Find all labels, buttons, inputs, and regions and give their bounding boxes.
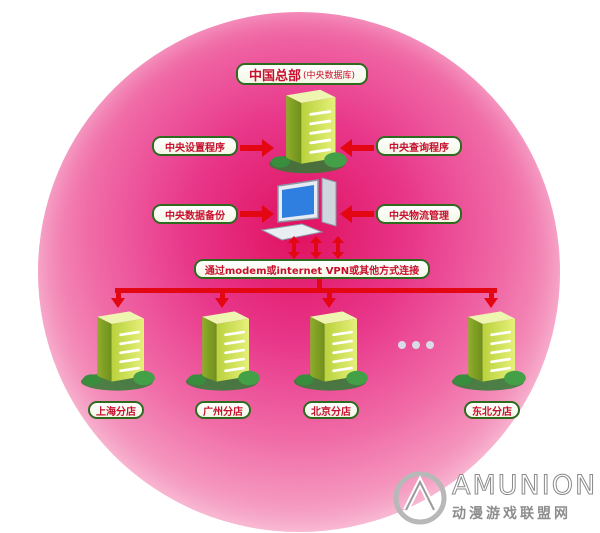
amunion-logo-icon <box>393 471 447 525</box>
watermark-brand: AMUNION <box>451 470 598 502</box>
branch-building-beijing <box>292 310 370 392</box>
hq-subtitle: (中央数据库) <box>302 70 356 81</box>
computer-connection-arrows <box>288 236 344 259</box>
arrow-setup-to-hq <box>240 139 274 157</box>
branch-label-northeast: 东北分店 <box>464 401 520 419</box>
arrow-query-to-hq <box>340 139 374 157</box>
hq-title: 中国总部 <box>248 68 301 84</box>
arrow-backup-to-computer <box>240 205 274 223</box>
arrow-logistics-to-computer <box>340 205 374 223</box>
program-backup-label: 中央数据备份 <box>152 204 238 224</box>
hq-label: 中国总部 (中央数据库) <box>236 63 368 85</box>
branch-building-guangzhou <box>184 310 262 392</box>
branch-label-shanghai: 上海分店 <box>88 401 144 419</box>
program-logistics-label: 中央物流管理 <box>376 204 462 224</box>
distribution-bar <box>111 278 498 308</box>
branch-building-shanghai <box>79 310 157 392</box>
hq-building <box>267 88 349 175</box>
branch-label-beijing: 北京分店 <box>303 401 359 419</box>
watermark-tagline: 动漫游戏联盟网 <box>452 506 571 522</box>
connection-label: 通过modem或internet VPN或其他方式连接 <box>194 259 430 279</box>
branch-building-northeast <box>450 310 528 392</box>
computer-icon <box>260 177 337 241</box>
more-branches-ellipsis <box>398 341 434 349</box>
program-setup-label: 中央设置程序 <box>152 136 238 156</box>
program-query-label: 中央查询程序 <box>376 136 462 156</box>
branch-label-guangzhou: 广州分店 <box>195 401 251 419</box>
